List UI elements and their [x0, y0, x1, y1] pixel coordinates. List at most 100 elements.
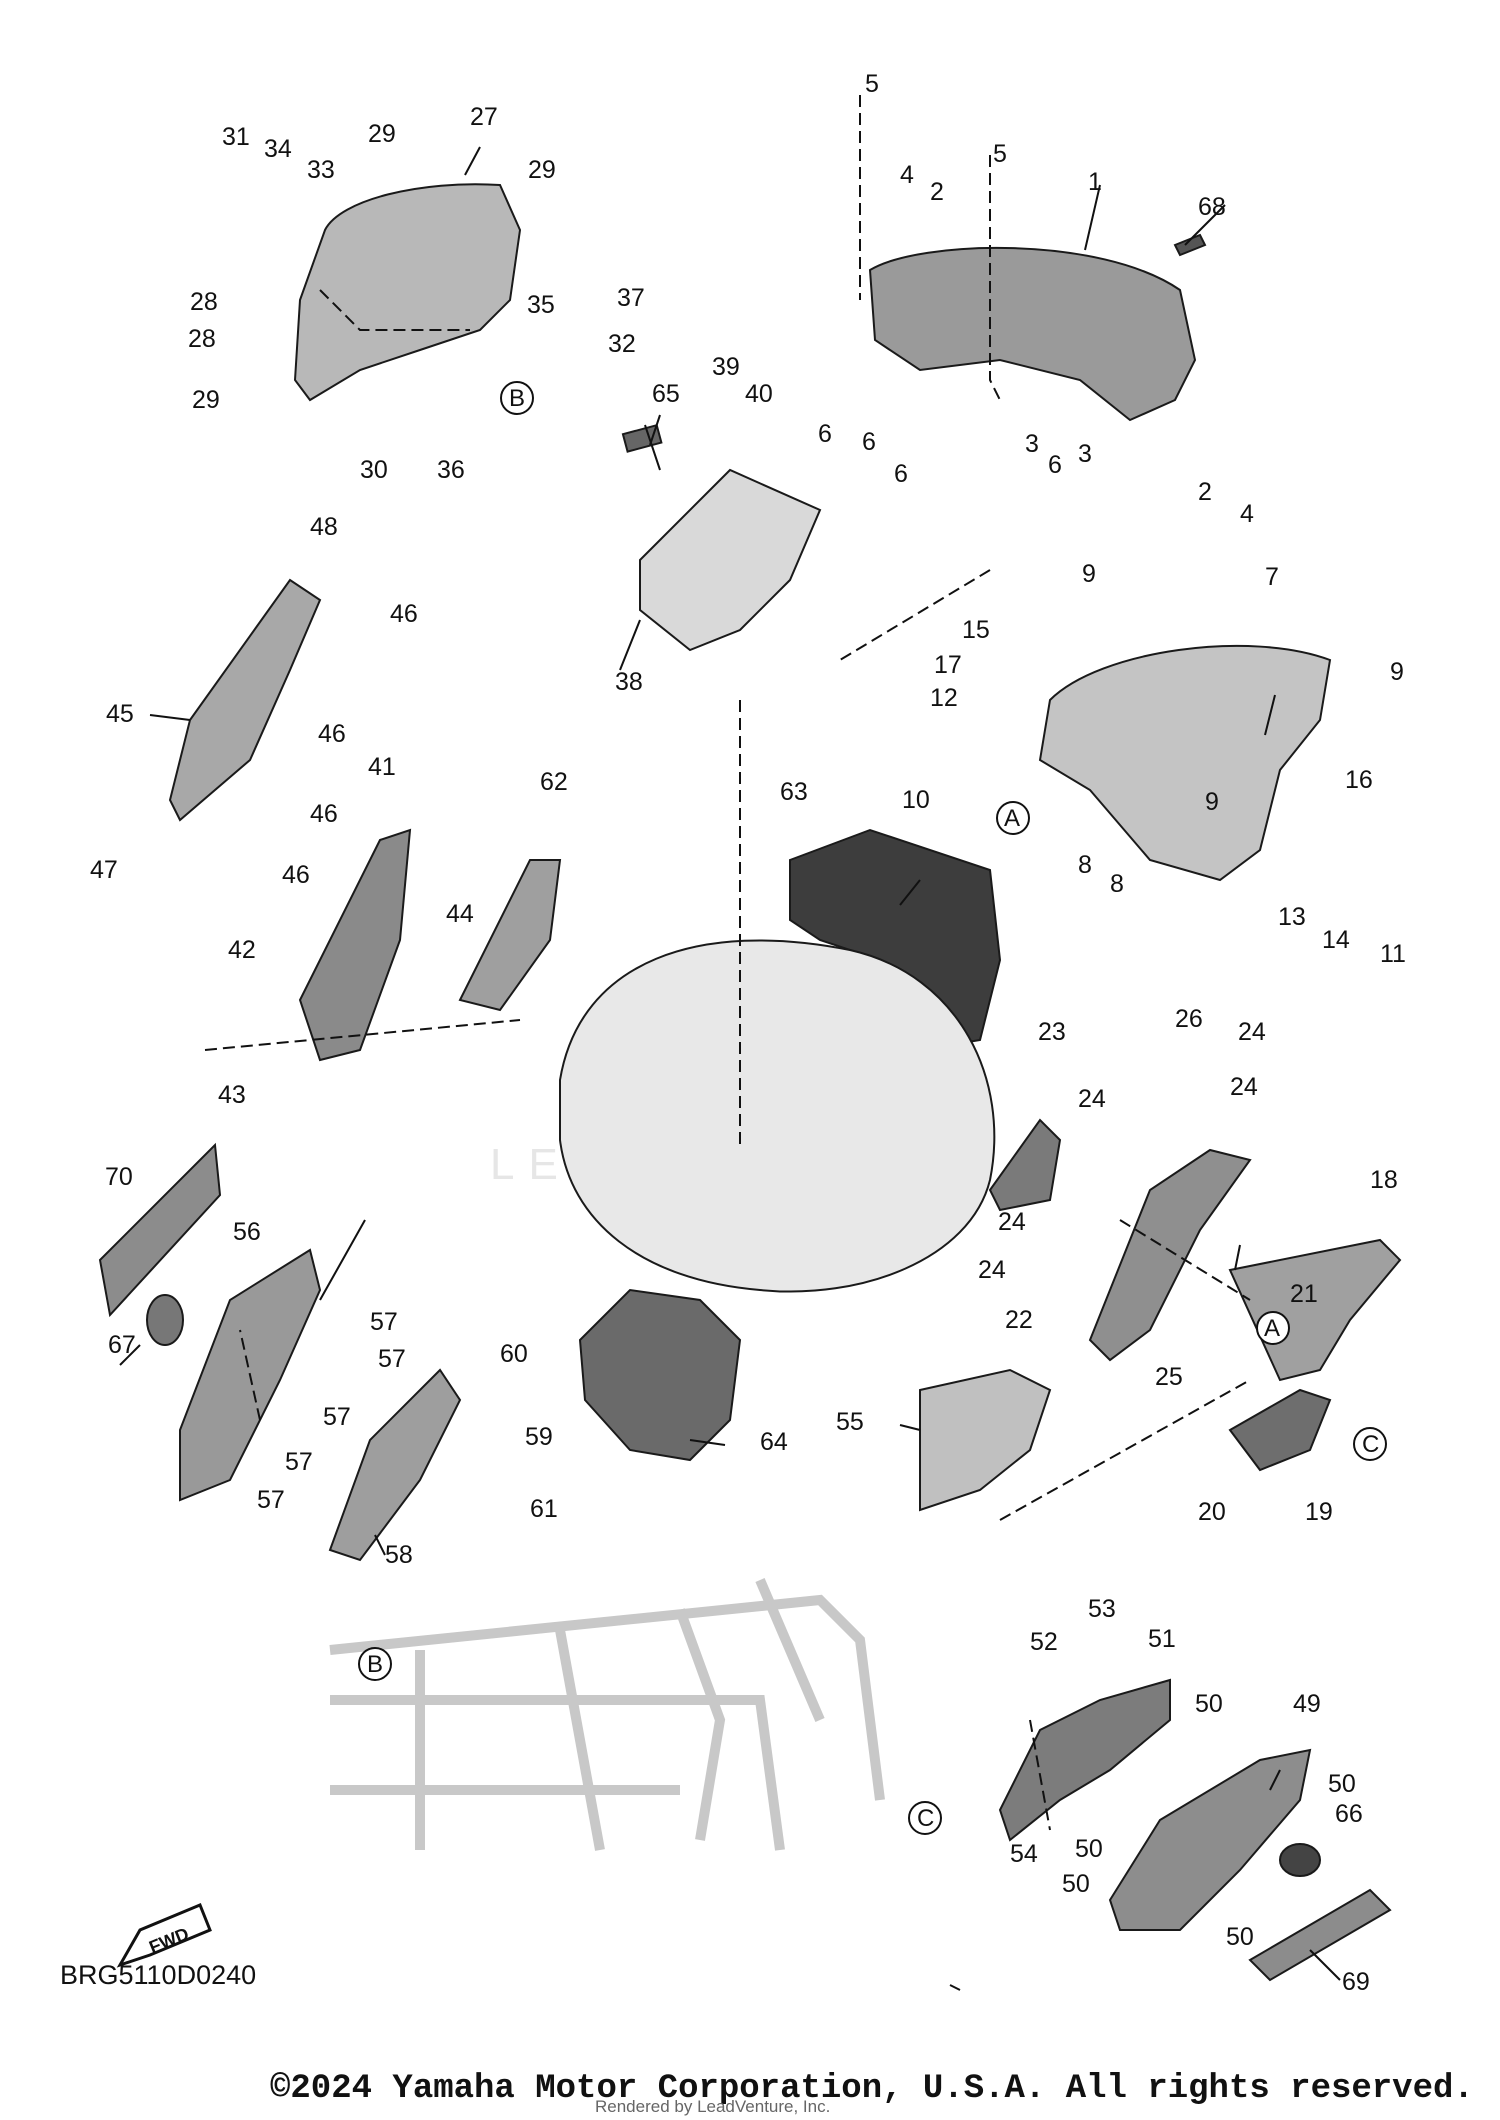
callout-49: 49 [1293, 1690, 1321, 1718]
callout-46: 46 [310, 800, 338, 828]
callout-46: 46 [390, 600, 418, 628]
callout-5: 5 [865, 70, 879, 98]
callout-25: 25 [1155, 1363, 1183, 1391]
ref-B: B [367, 1651, 383, 1678]
callout-46: 46 [282, 861, 310, 889]
callout-34: 34 [264, 135, 292, 163]
callout-50: 50 [1328, 1770, 1356, 1798]
part-23-cover [988, 1118, 1062, 1212]
callout-labels: 1 2 2 3 3 4 4 5 5 6 6 6 6 7 8 8 9 9 9 10… [90, 70, 1406, 1996]
part-62-cover [458, 859, 562, 1012]
ref-C: C [1362, 1431, 1379, 1458]
callout-47: 47 [90, 856, 118, 884]
callout-48: 48 [310, 513, 338, 541]
callout-67: 67 [108, 1331, 136, 1359]
part-69-decal [1248, 1888, 1392, 1982]
callout-57: 57 [285, 1448, 313, 1476]
ref-A: A [1264, 1315, 1280, 1342]
callout-28: 28 [190, 288, 218, 316]
callout-43: 43 [218, 1081, 246, 1109]
callout-8: 8 [1110, 870, 1124, 898]
callout-62: 62 [540, 768, 568, 796]
callout-70: 70 [105, 1163, 133, 1191]
callout-9: 9 [1082, 560, 1096, 588]
callout-44: 44 [446, 900, 474, 928]
copyright-text: ©2024 Yamaha Motor Corporation, U.S.A. A… [270, 2070, 1474, 2108]
callout-45: 45 [106, 700, 134, 728]
callout-2: 2 [930, 178, 944, 206]
callout-40: 40 [745, 380, 773, 408]
callout-28: 28 [188, 325, 216, 353]
callout-60: 60 [500, 1340, 528, 1368]
callout-23: 23 [1038, 1018, 1066, 1046]
callout-26: 26 [1175, 1005, 1203, 1033]
callout-41: 41 [368, 753, 396, 781]
callout-55: 55 [836, 1408, 864, 1436]
callout-6: 6 [862, 428, 876, 456]
fwd-arrow-icon: FWD [116, 1903, 212, 1968]
callout-12: 12 [930, 684, 958, 712]
callout-66: 66 [1335, 1800, 1363, 1828]
callout-51: 51 [1148, 1625, 1176, 1653]
callout-8: 8 [1078, 851, 1092, 879]
part-68-tag [1173, 233, 1207, 257]
callout-2: 2 [1198, 478, 1212, 506]
part-22-bracket [1088, 1148, 1252, 1362]
part-49-side-cover [1108, 1748, 1312, 1931]
callout-59: 59 [525, 1423, 553, 1451]
callout-1: 1 [1088, 168, 1102, 196]
part-19-cover [1228, 1388, 1332, 1472]
rendered-by-text: Rendered by LeadVenture, Inc. [595, 2097, 831, 2116]
callout-15: 15 [962, 616, 990, 644]
part-58-cover [328, 1368, 462, 1562]
part-27-cover [293, 183, 522, 402]
callout-37: 37 [617, 284, 645, 312]
callout-53: 53 [1088, 1595, 1116, 1623]
callout-6: 6 [894, 460, 908, 488]
callout-50: 50 [1075, 1835, 1103, 1863]
callout-42: 42 [228, 936, 256, 964]
part-45-side-cover [168, 578, 322, 822]
callout-50: 50 [1062, 1870, 1090, 1898]
callout-35: 35 [527, 291, 555, 319]
callout-30: 30 [360, 456, 388, 484]
callout-24: 24 [1238, 1018, 1266, 1046]
callout-56: 56 [233, 1218, 261, 1246]
callout-54: 54 [1010, 1840, 1038, 1868]
callout-17: 17 [934, 651, 962, 679]
callout-52: 52 [1030, 1628, 1058, 1656]
callout-4: 4 [900, 161, 914, 189]
part-51-cover [998, 1678, 1171, 1842]
part-67-plug [146, 1294, 184, 1346]
fuel-tank-ghost [559, 939, 996, 1293]
callout-36: 36 [437, 456, 465, 484]
ref-A: A [1004, 805, 1020, 832]
callout-29: 29 [192, 386, 220, 414]
callout-38: 38 [615, 668, 643, 696]
part-7-side-cover [1038, 644, 1332, 882]
callout-32: 32 [608, 330, 636, 358]
part-41-bracket [298, 828, 412, 1062]
callout-13: 13 [1278, 903, 1306, 931]
part-70-decal [98, 1142, 222, 1318]
callout-24: 24 [998, 1208, 1026, 1236]
callout-6: 6 [1048, 451, 1062, 479]
callout-33: 33 [307, 156, 335, 184]
leader-lines [119, 146, 1341, 1991]
callout-11: 11 [1380, 940, 1406, 968]
callout-14: 14 [1322, 926, 1350, 954]
callout-29: 29 [368, 120, 396, 148]
callout-68: 68 [1198, 193, 1226, 221]
ref-C: C [917, 1805, 934, 1832]
diagram-code: BRG5110D0240 [60, 1960, 257, 1990]
callout-50: 50 [1226, 1923, 1254, 1951]
callout-22: 22 [1005, 1306, 1033, 1334]
callout-57: 57 [378, 1345, 406, 1373]
callout-10: 10 [902, 786, 930, 814]
reference-markers: A A B B C C [358, 381, 1387, 1835]
callout-6: 6 [818, 420, 832, 448]
callout-9: 9 [1205, 788, 1219, 816]
callout-65: 65 [652, 380, 680, 408]
callout-29: 29 [528, 156, 556, 184]
callout-63: 63 [780, 778, 808, 806]
